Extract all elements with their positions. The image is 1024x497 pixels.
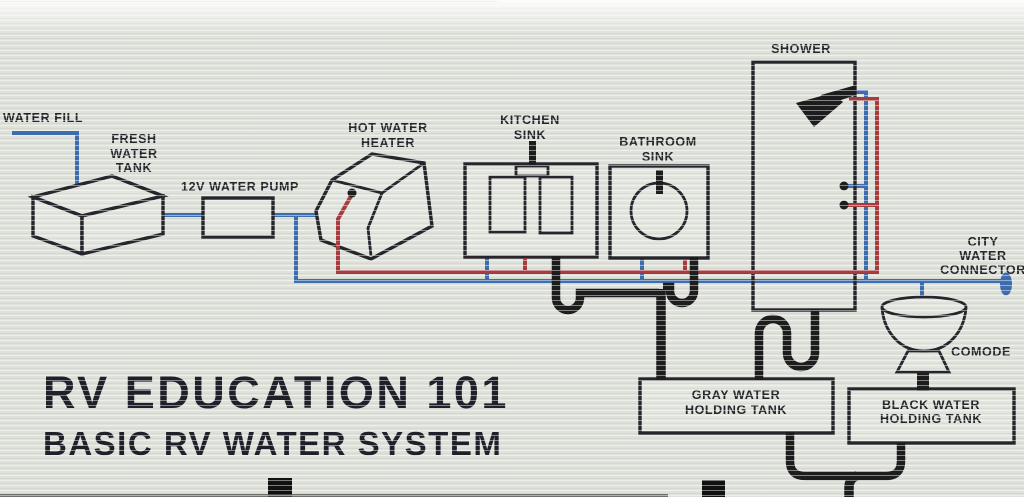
mount-bar-center <box>702 480 725 497</box>
label-city-water-connector: CONNECTOR <box>940 263 1024 277</box>
city-water-connector <box>1000 272 1012 296</box>
mount-bar-left <box>268 478 292 497</box>
label-water-pump: 12V WATER PUMP <box>181 180 299 194</box>
top-edge-line <box>0 0 497 2</box>
drain-pipes <box>551 256 906 497</box>
bottom-edge-shadow <box>0 494 668 497</box>
water-fill-line <box>12 131 79 186</box>
shower-head-icon <box>796 85 856 127</box>
label-shower: SHOWER <box>771 42 831 56</box>
label-fresh-water-tank: TANK <box>116 161 152 175</box>
label-kitchen-sink: KITCHEN <box>500 113 560 127</box>
label-gray-water-tank: HOLDING TANK <box>685 403 787 417</box>
kitchen-faucet-icon <box>529 141 536 169</box>
label-city-water-connector: CITY <box>968 235 999 249</box>
kitchen-drain-trap <box>551 256 659 315</box>
label-black-water-tank: HOLDING TANK <box>880 412 982 426</box>
hot-water-manifold <box>336 97 879 274</box>
label-comode: COMODE <box>951 345 1011 359</box>
label-water-fill: WATER FILL <box>3 111 83 125</box>
label-hot-water-heater: HEATER <box>361 136 415 150</box>
hot-water-lines <box>336 97 879 274</box>
label-hot-water-heater: HOT WATER <box>348 121 427 135</box>
title-block: RV EDUCATION 101 BASIC RV WATER SYSTEM <box>43 369 509 463</box>
label-city-water-connector: WATER <box>959 249 1006 263</box>
comode-drain <box>917 371 929 391</box>
bathroom-sink <box>608 164 710 260</box>
label-bathroom-sink: SINK <box>642 150 674 164</box>
comode <box>880 295 968 391</box>
hot-water-heater <box>314 152 434 261</box>
label-kitchen-sink: SINK <box>514 128 546 142</box>
label-fresh-water-tank: FRESH <box>111 132 156 146</box>
title-line2: BASIC RV WATER SYSTEM <box>43 425 503 463</box>
label-black-water-tank: BLACK WATER <box>882 398 980 412</box>
shower-cold-knob <box>839 181 849 191</box>
label-fresh-water-tank: WATER <box>110 147 157 161</box>
black-water-holding-tank <box>847 387 1016 445</box>
water-pump <box>201 196 275 239</box>
fixtures <box>27 60 1016 445</box>
shower-stall <box>751 60 857 312</box>
gray-water-holding-tank <box>638 377 835 435</box>
cold-water-lines <box>12 90 1012 300</box>
labels: WATER FILL FRESH WATER TANK 12V WATER PU… <box>3 42 1024 426</box>
fresh-water-tank <box>27 174 169 257</box>
sewer-outlet-pipe <box>844 471 859 497</box>
bathroom-drain-trap <box>663 257 699 308</box>
tank-connector-pipe <box>785 432 906 481</box>
label-gray-water-tank: GRAY WATER <box>692 388 780 402</box>
label-bathroom-sink: BATHROOM <box>619 135 696 149</box>
title-line1: RV EDUCATION 101 <box>43 367 509 418</box>
heater-valve-dot <box>347 188 357 198</box>
kitchen-sink <box>463 141 599 259</box>
bathroom-faucet-icon <box>656 170 663 194</box>
shower-drain-trap <box>754 309 820 380</box>
cold-water-manifold <box>294 215 1002 283</box>
shower-hot-knob <box>839 200 849 210</box>
